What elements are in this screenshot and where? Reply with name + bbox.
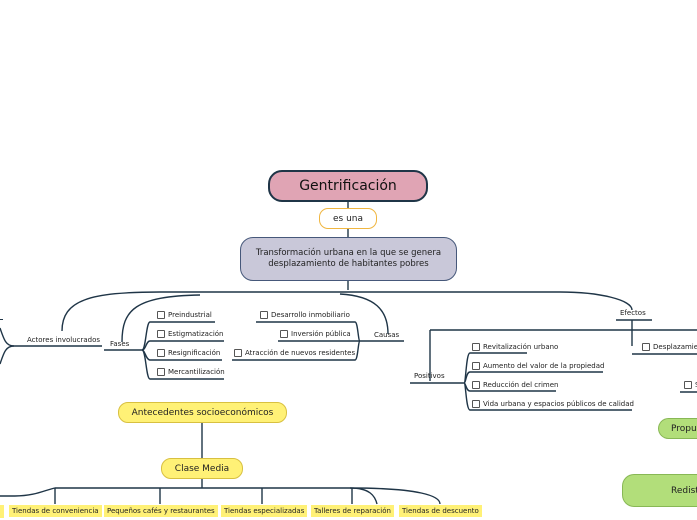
checkbox-icon[interactable] (642, 343, 650, 351)
efecto-item[interactable]: Desplazamie (642, 343, 697, 351)
causa-item[interactable]: Desarrollo inmobiliario (260, 311, 350, 319)
propuestas-label: Propu (671, 423, 697, 434)
fase-label: Estigmatización (168, 330, 224, 338)
fase-item[interactable]: Preindustrial (157, 311, 212, 319)
positivo-item[interactable]: Vida urbana y espacios públicos de calid… (472, 400, 634, 408)
fase-item[interactable]: Estigmatización (157, 330, 223, 338)
checkbox-icon[interactable] (280, 330, 288, 338)
efecto-label: S (695, 381, 697, 389)
antecedentes-node[interactable]: Antecedentes socioeconómicos (118, 402, 287, 423)
checkbox-icon[interactable] (472, 343, 480, 351)
tienda-tag-partial[interactable] (0, 505, 4, 518)
causa-label: Desarrollo inmobiliario (271, 311, 350, 319)
tienda-tag[interactable]: Pequeños cafés y restaurantes (104, 505, 218, 517)
efecto-label: Desplazamie (653, 343, 697, 351)
fase-label: Resignificación (168, 349, 221, 357)
checkbox-icon[interactable] (472, 381, 480, 389)
positivo-item[interactable]: Reducción del crimen (472, 381, 558, 389)
redist-label: Redist (671, 485, 697, 496)
causa-item[interactable]: Atracción de nuevos residentes (234, 349, 355, 357)
positivo-label: Reducción del crimen (483, 381, 559, 389)
causa-label: Atracción de nuevos residentes (245, 349, 356, 357)
branch-actores[interactable]: Actores involucrados (27, 336, 101, 344)
checkbox-icon[interactable] (157, 368, 165, 376)
fase-item[interactable]: Resignificación (157, 349, 220, 357)
checkbox-icon[interactable] (472, 362, 480, 370)
checkbox-icon[interactable] (472, 400, 480, 408)
checkbox-icon[interactable] (157, 349, 165, 357)
positivo-label: Vida urbana y espacios públicos de calid… (483, 400, 634, 408)
propuestas-node[interactable]: Propu (658, 418, 697, 439)
definition-node[interactable]: Transformación urbana en la que se gener… (240, 237, 457, 281)
checkbox-icon[interactable] (157, 330, 165, 338)
checkbox-icon[interactable] (157, 311, 165, 319)
branch-causas[interactable]: Causas (374, 331, 400, 339)
clase-media-node[interactable]: Clase Media (161, 458, 243, 479)
fase-item[interactable]: Mercantilización (157, 368, 225, 376)
causa-label: Inversión pública (291, 330, 351, 338)
link-label: es una (319, 208, 377, 229)
tienda-tag[interactable]: Tiendas especializadas (221, 505, 308, 517)
branch-efectos[interactable]: Efectos (620, 309, 646, 317)
checkbox-icon[interactable] (684, 381, 692, 389)
positivo-label: Revitalización urbano (483, 343, 559, 351)
checkbox-icon[interactable] (260, 311, 268, 319)
branch-positivos[interactable]: Positivos (414, 372, 445, 380)
positivo-item[interactable]: Aumento del valor de la propiedad (472, 362, 604, 370)
fase-label: Preindustrial (168, 311, 212, 319)
causa-item[interactable]: Inversión pública (280, 330, 351, 338)
branch-fases[interactable]: Fases (110, 340, 130, 348)
tienda-tag[interactable]: Tiendas de descuento (399, 505, 482, 517)
tienda-tag[interactable]: Talleres de reparación (311, 505, 394, 517)
redistribucion-node[interactable]: Redist (622, 474, 697, 507)
root-node[interactable]: Gentrificación (268, 170, 428, 202)
checkbox-icon[interactable] (234, 349, 242, 357)
positivo-label: Aumento del valor de la propiedad (483, 362, 605, 370)
fase-label: Mercantilización (168, 368, 225, 376)
tienda-tag[interactable]: Tiendas de conveniencia (9, 505, 102, 517)
efecto-item[interactable]: S (684, 381, 697, 389)
left-edge-fragment (0, 311, 3, 320)
positivo-item[interactable]: Revitalización urbano (472, 343, 558, 351)
